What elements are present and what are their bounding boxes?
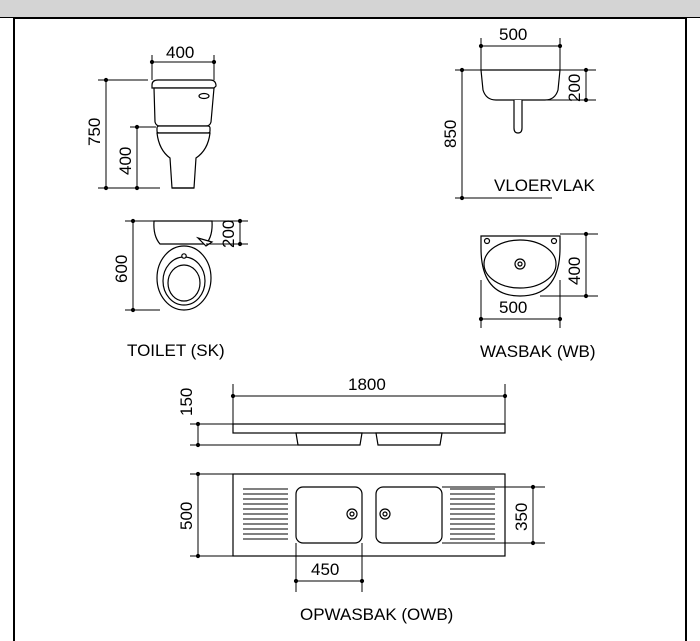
sink-drainer-left — [243, 488, 288, 540]
sink-bowl-width-dim: 450 — [311, 560, 339, 579]
toilet-plan-dims — [125, 218, 248, 313]
sink-elevation — [232, 423, 506, 446]
sink-length-dim: 1800 — [348, 375, 386, 394]
washbasin-bowl-height-dim: 200 — [565, 74, 584, 102]
washbasin-plan-depth-dim: 400 — [565, 257, 584, 285]
toilet-plan-depth-dim: 600 — [112, 255, 131, 283]
sink-plan — [232, 473, 506, 557]
floor-level-label: VLOERVLAK — [494, 176, 595, 195]
washbasin-mount-height-dim: 850 — [441, 120, 460, 148]
sink-drainer-right — [450, 488, 495, 540]
washbasin-elevation — [480, 69, 561, 134]
sink-bowl-depth-dim: 350 — [512, 503, 531, 531]
sink-depth-dim: 500 — [177, 502, 196, 530]
washbasin-plan-width-dim: 500 — [499, 298, 527, 317]
sink-thickness-dim: 150 — [177, 388, 196, 416]
toilet-cistern-depth-dim: 200 — [219, 220, 238, 248]
washbasin-width-dim: 500 — [499, 25, 527, 44]
washbasin-plan-dims — [478, 231, 598, 328]
sink-plan-dims — [190, 471, 545, 592]
toilet-height-dim: 750 — [85, 118, 104, 146]
toilet-plan — [153, 220, 214, 311]
toilet-caption: TOILET (SK) — [127, 341, 225, 360]
washbasin-caption: WASBAK (WB) — [480, 342, 596, 361]
sink-elevation-dims — [190, 384, 508, 448]
toilet-elevation — [151, 79, 217, 189]
washbasin-plan — [480, 235, 561, 297]
sink-caption: OPWASBAK (OWB) — [300, 605, 453, 624]
toilet-width-dim: 400 — [166, 43, 194, 62]
washbasin-elevation-dims — [455, 38, 596, 201]
toilet-elevation-dims — [98, 55, 217, 191]
toilet-seat-height-dim: 400 — [116, 147, 135, 175]
